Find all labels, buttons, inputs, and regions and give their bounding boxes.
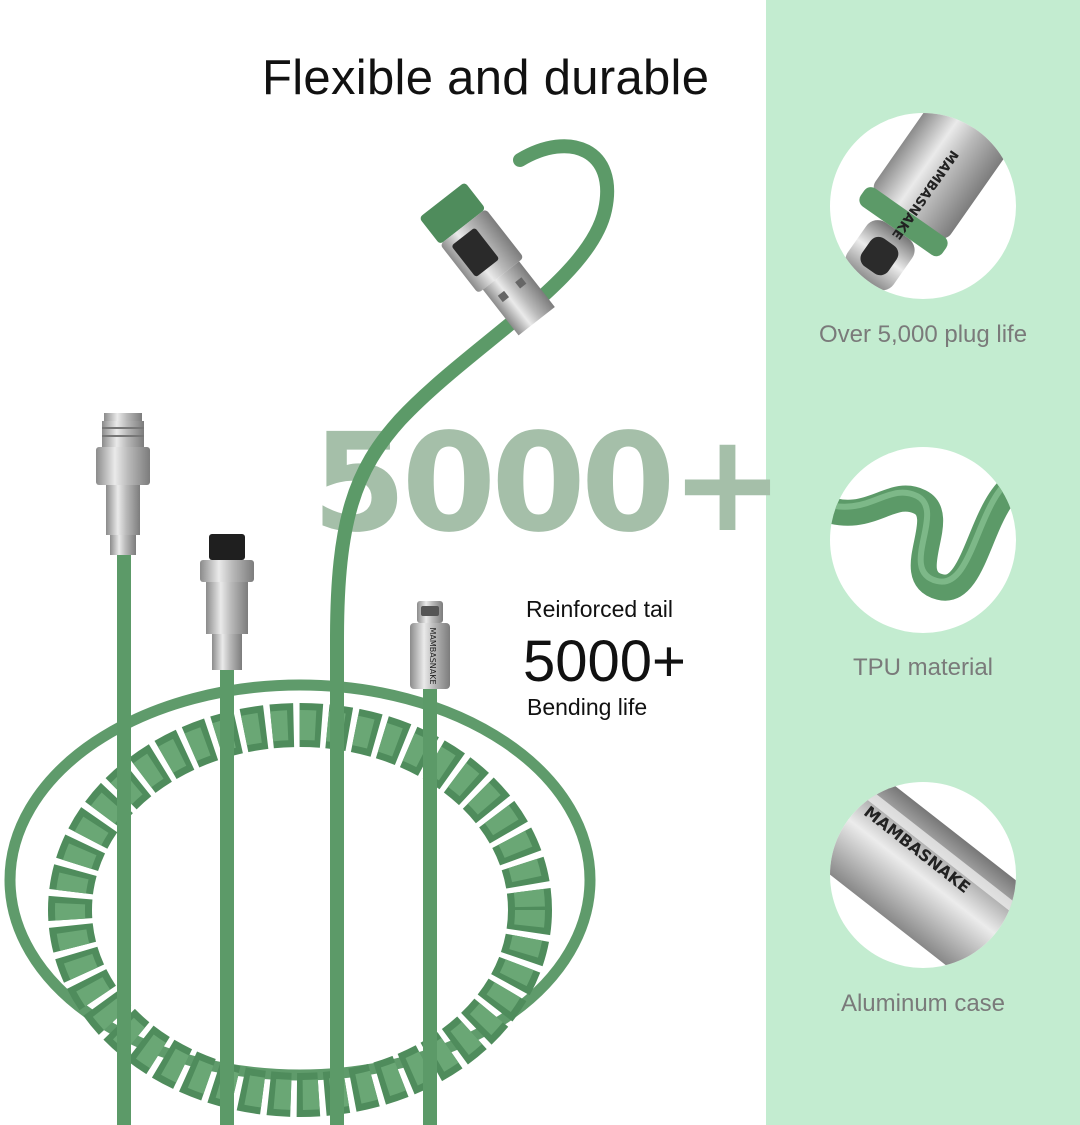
type-c-connector-icon: MAMBASNAKE xyxy=(845,113,1011,291)
usb-a-connector xyxy=(420,183,555,336)
reinforced-tail-subtitle: Bending life xyxy=(527,694,648,720)
reinforced-tail-number: 5000+ xyxy=(523,629,686,694)
cable-illustration: MAMBASNAKE xyxy=(4,139,615,1125)
page-title: Flexible and durable xyxy=(262,51,710,105)
feature-circle-plug-life: MAMBASNAKE xyxy=(830,113,1016,299)
usb-c-connector: MAMBASNAKE xyxy=(410,601,450,689)
aviator-connector-female xyxy=(200,534,254,670)
vertical-cables xyxy=(117,555,437,1125)
caption-plug-life: Over 5,000 plug life xyxy=(818,321,1028,348)
caption-aluminum: Aluminum case xyxy=(840,990,1006,1017)
connector-brand-label: MAMBASNAKE xyxy=(428,627,437,684)
usb-a-cable xyxy=(330,139,615,1125)
aluminum-case-icon: MAMBASNAKE xyxy=(830,782,1016,968)
coiled-cable xyxy=(48,703,552,1117)
caption-tpu: TPU material xyxy=(852,654,994,681)
feature-circle-tpu xyxy=(830,447,1016,633)
feature-circle-aluminum: MAMBASNAKE xyxy=(830,782,1016,968)
tpu-cable-icon xyxy=(830,469,1016,601)
aviator-connector-male xyxy=(96,413,150,555)
reinforced-tail-title: Reinforced tail xyxy=(526,596,674,622)
